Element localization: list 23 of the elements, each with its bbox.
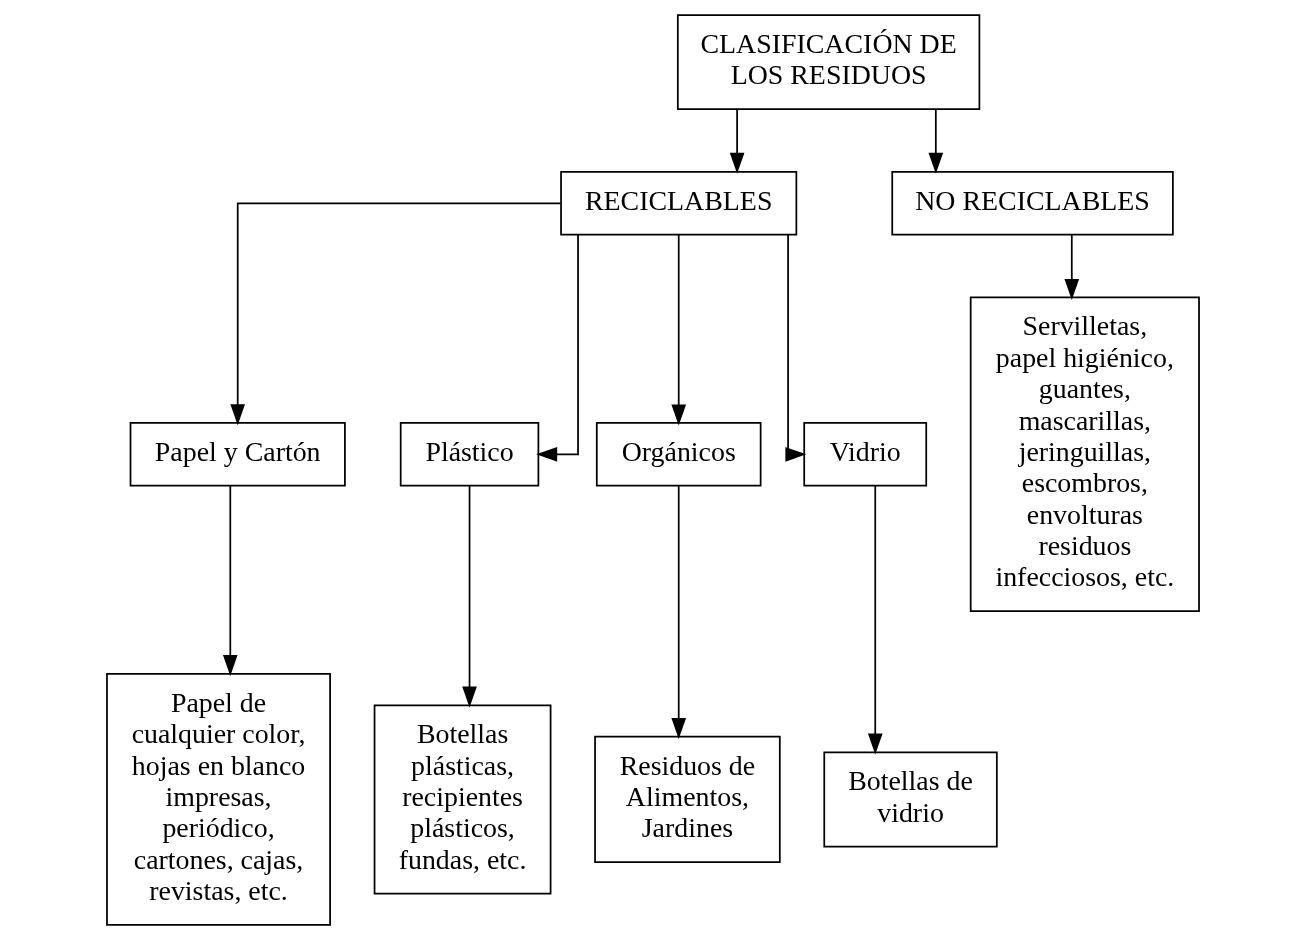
arrow [928, 109, 943, 174]
arrow [461, 485, 477, 708]
node-box: Papel de cualquier color, hojas en blanco impresas, periódico, cartones, cajas, revistas, etc. [105, 673, 331, 926]
node-box: RECICLABLES [559, 171, 797, 236]
arrow [867, 485, 883, 755]
node-box: Residuos de Alimentos, Jardines [593, 735, 781, 864]
node-box: Vidrio [802, 422, 927, 487]
arrow [729, 109, 744, 174]
node-box: Botellas plásticas, recipientes plásticos, fundas, etc. [373, 704, 551, 895]
node-box: NO RECICLABLES [890, 171, 1174, 236]
arrow [670, 485, 686, 739]
arrow [535, 234, 579, 462]
node-box: Orgánicos [595, 422, 761, 487]
node-box: Botellas de vidrio [822, 751, 998, 848]
arrow [222, 485, 238, 676]
node-box: Plástico [399, 422, 539, 487]
node-box: CLASIFICACIÓN DE LOS RESIDUOS [676, 14, 980, 111]
arrow [229, 202, 561, 426]
arrow [1063, 234, 1079, 300]
node-box: Papel y Cartón [129, 422, 346, 487]
node-box: Servilletas, papel higiénico, guantes, mascarillas, jeringuillas, escombros, envolturas residuos infecciosos, etc. [969, 296, 1200, 613]
arrow [670, 234, 686, 426]
arrow [784, 234, 806, 462]
